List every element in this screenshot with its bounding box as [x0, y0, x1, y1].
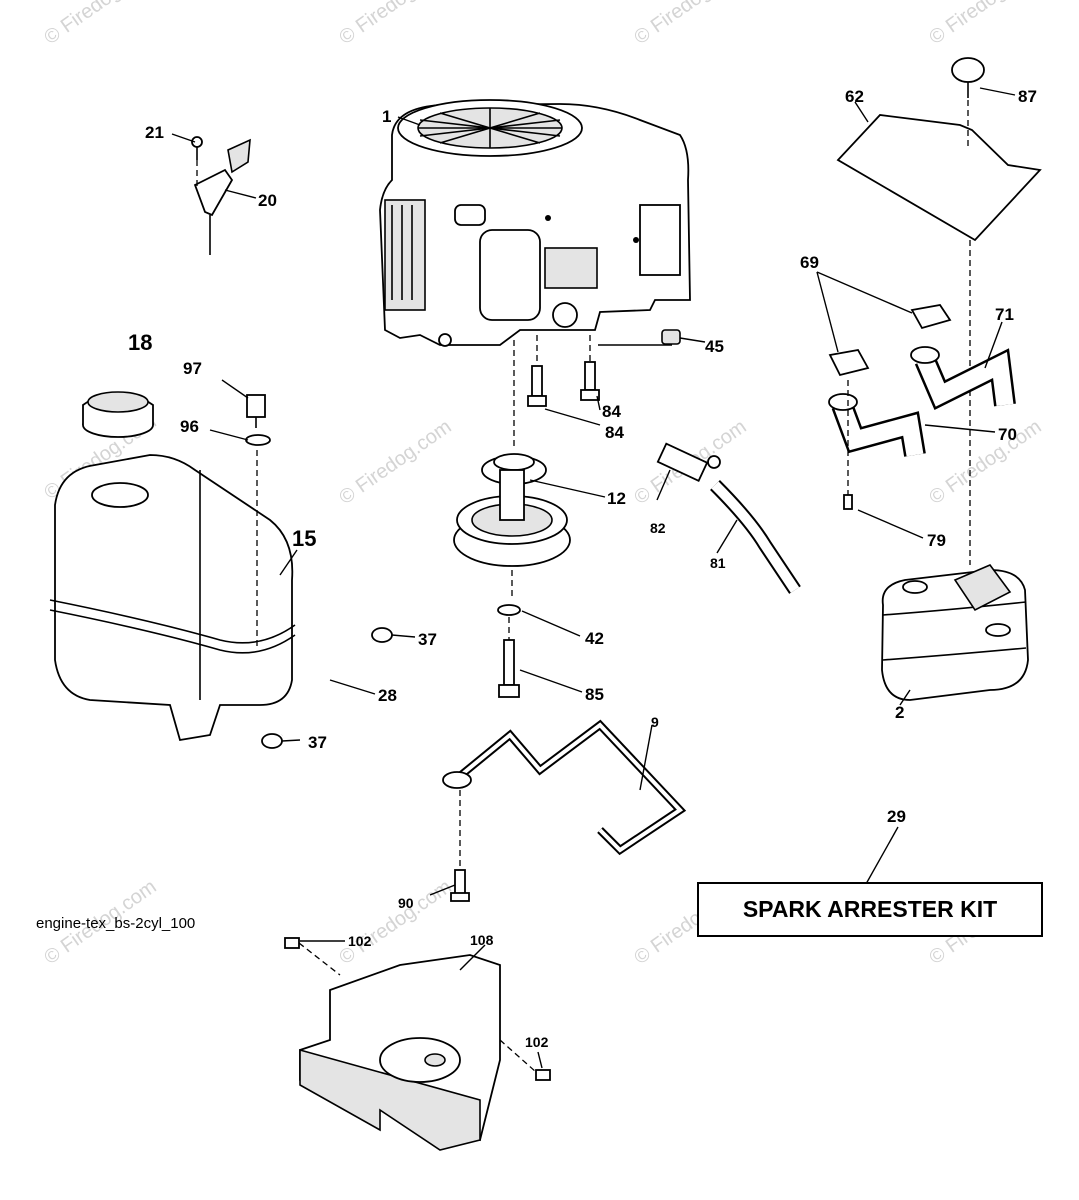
bolt-part-90	[450, 790, 470, 902]
bolt-part-79	[843, 380, 853, 510]
callout-102a: 102	[348, 933, 372, 949]
callout-79: 79	[927, 531, 946, 550]
watermark: © Firedog.com	[335, 876, 455, 969]
engine-part-1	[379, 99, 691, 347]
callout-108: 108	[470, 932, 494, 948]
callout-18: 18	[128, 330, 152, 355]
callout-21: 21	[145, 123, 164, 142]
diagram-id: engine-tex_bs-2cyl_100	[36, 915, 195, 932]
callout-37b: 37	[308, 733, 327, 752]
leader-lines	[171, 87, 1016, 1069]
callout-9: 9	[651, 714, 659, 730]
pipe-part-70	[828, 393, 926, 457]
watermark: © Firedog.com	[335, 0, 455, 49]
callout-84a: 84	[602, 402, 621, 421]
hose-part-81	[710, 480, 801, 594]
callout-96: 96	[180, 417, 199, 436]
callout-37a: 37	[418, 630, 437, 649]
pulley-part-12	[453, 340, 571, 600]
plate-part-62	[836, 100, 1042, 565]
tube-part-9	[442, 719, 687, 856]
fuel-tank-part-15	[49, 454, 296, 742]
pipe-part-71	[910, 346, 1016, 411]
callout-97: 97	[183, 359, 202, 378]
fitting-part-82	[656, 442, 721, 482]
callout-62: 62	[845, 87, 864, 106]
callout-2: 2	[895, 703, 904, 722]
callout-12: 12	[607, 489, 626, 508]
knob-part-87	[951, 57, 985, 98]
callout-70: 70	[998, 425, 1017, 444]
callout-42: 42	[585, 629, 604, 648]
shield-part-108	[299, 954, 501, 1151]
washer-part-42	[497, 604, 521, 640]
watermark: © Firedog.com	[630, 0, 750, 49]
bolts-part-84	[527, 335, 600, 407]
watermark: © Firedog.com	[335, 416, 455, 509]
gaskets-part-69	[828, 304, 952, 377]
callout-45: 45	[705, 337, 724, 356]
callout-28: 28	[378, 686, 397, 705]
muffler-part-2	[881, 564, 1029, 701]
callout-20: 20	[258, 191, 277, 210]
watermark: © Firedog.com	[40, 0, 160, 49]
callout-82: 82	[650, 520, 666, 536]
callout-87: 87	[1018, 87, 1037, 106]
callout-numbers: 1 21 20 18 97 96 15 45 84 84 12 82 81 42…	[36, 87, 1037, 1050]
callout-90: 90	[398, 895, 414, 911]
watermark: © Firedog.com	[925, 416, 1045, 509]
screw-part-97	[245, 394, 271, 650]
callout-29: 29	[887, 807, 906, 826]
watermark: © Firedog.com	[925, 0, 1045, 49]
callout-71: 71	[995, 305, 1014, 324]
callout-84b: 84	[605, 423, 624, 442]
bolt-part-85	[498, 639, 520, 698]
spark-arrester-kit-label: SPARK ARRESTER KIT	[697, 882, 1043, 937]
screw-part-102	[284, 937, 551, 1081]
plug-part-45	[661, 329, 681, 345]
callout-15: 15	[292, 526, 316, 551]
hose-part-28	[261, 627, 393, 749]
callout-81: 81	[710, 555, 726, 571]
callout-1: 1	[382, 107, 391, 126]
callout-69: 69	[800, 253, 819, 272]
bracket-part-20	[191, 136, 251, 255]
callout-85: 85	[585, 685, 604, 704]
fuel-cap-part-18	[82, 391, 154, 438]
callout-102b: 102	[525, 1034, 549, 1050]
